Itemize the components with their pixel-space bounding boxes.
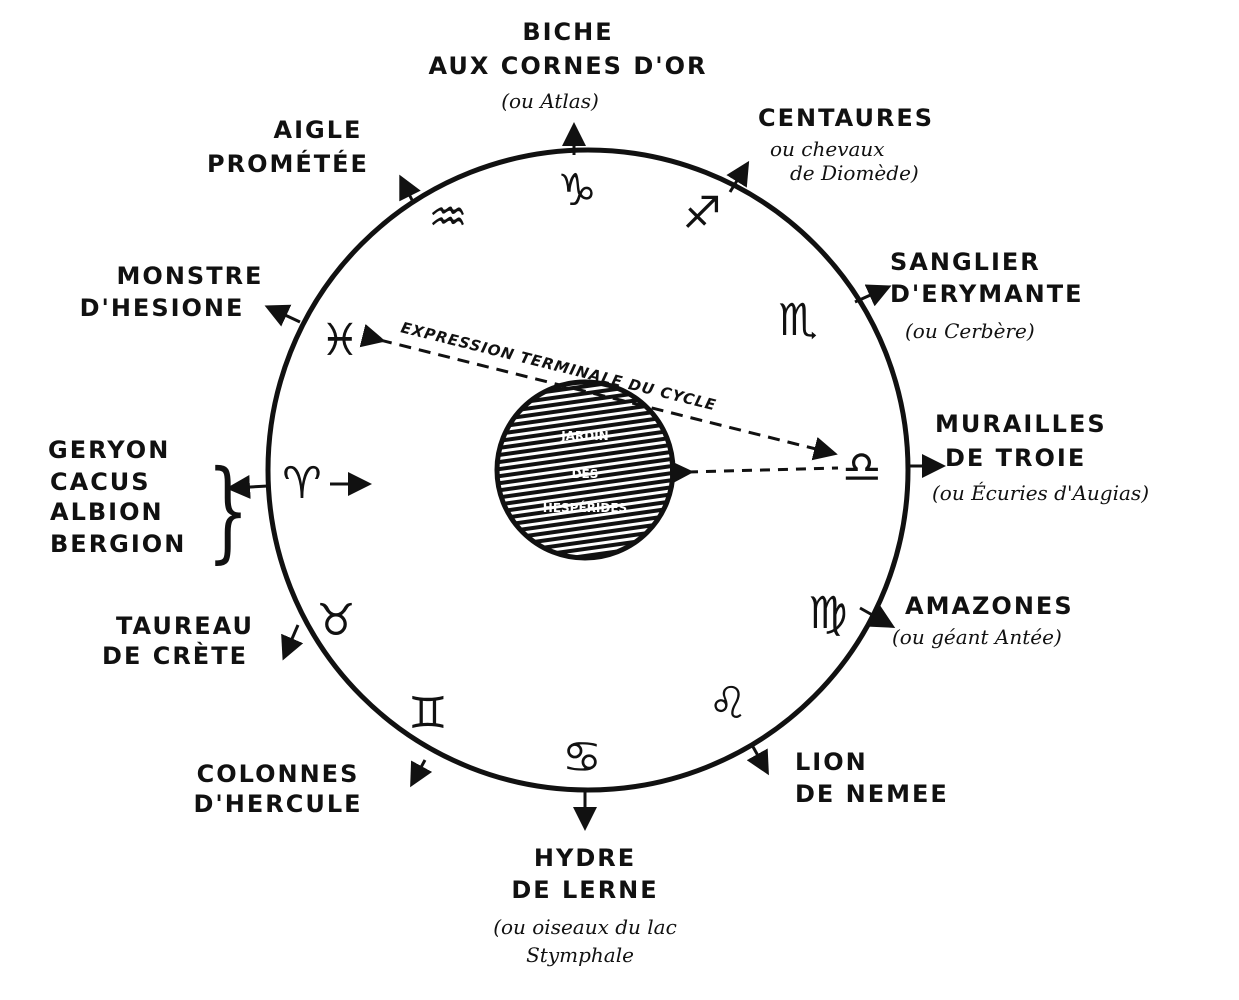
taurus-icon: ♉: [316, 595, 355, 646]
svg-text:COLONNES: COLONNES: [197, 760, 360, 788]
svg-text:AUX CORNES D'OR: AUX CORNES D'OR: [429, 52, 708, 80]
svg-text:ALBION: ALBION: [50, 498, 164, 526]
label-biche: BICHE AUX CORNES D'OR (ou Atlas): [429, 18, 708, 113]
cancer-icon: ♋: [562, 732, 601, 783]
label-lion: LION DE NEMEE: [795, 748, 949, 808]
aquarius-icon: ♒: [428, 192, 467, 243]
svg-text:D'HESIONE: D'HESIONE: [80, 294, 245, 322]
svg-text:LION: LION: [795, 748, 868, 776]
svg-text:DE TROIE: DE TROIE: [945, 444, 1086, 472]
garden-label-line3: HESPÉRIDES: [543, 500, 627, 515]
garden-label-line1: JARDIN: [560, 429, 608, 443]
virgo-icon: ♍: [808, 588, 847, 639]
svg-text:(ou géant Antée): (ou géant Antée): [892, 625, 1062, 649]
label-geryon: GERYON CACUS ALBION BERGION }: [48, 436, 249, 575]
svg-text:de Diomède): de Diomède): [790, 161, 919, 185]
svg-text:AIGLE: AIGLE: [274, 116, 363, 144]
svg-text:Stymphale: Stymphale: [526, 943, 634, 967]
svg-text:PROMÉTÉE: PROMÉTÉE: [207, 149, 369, 178]
label-sanglier: SANGLIER D'ERYMANTE (ou Cerbère): [890, 248, 1084, 343]
label-taureau: TAUREAU DE CRÈTE: [102, 612, 254, 670]
svg-text:TAUREAU: TAUREAU: [116, 612, 254, 640]
capricorn-icon: ♑: [557, 165, 596, 216]
gemini-icon: ♊: [408, 688, 447, 739]
svg-text:D'HERCULE: D'HERCULE: [193, 790, 362, 818]
label-colonnes: COLONNES D'HERCULE: [193, 760, 362, 818]
svg-text:DE NEMEE: DE NEMEE: [795, 780, 949, 808]
svg-text:BICHE: BICHE: [522, 18, 613, 46]
svg-text:CACUS: CACUS: [50, 468, 151, 496]
svg-text:GERYON: GERYON: [48, 436, 170, 464]
svg-text:ou chevaux: ou chevaux: [770, 137, 885, 161]
zodiac-circle: [265, 147, 911, 793]
label-centaures: CENTAURES ou chevaux de Diomède): [758, 104, 934, 185]
svg-text:D'ERYMANTE: D'ERYMANTE: [890, 280, 1084, 308]
label-amazones: AMAZONES (ou géant Antée): [892, 592, 1074, 649]
svg-text:MURAILLES: MURAILLES: [935, 410, 1107, 438]
svg-text:(ou Écuries d'Augias): (ou Écuries d'Augias): [932, 481, 1149, 505]
svg-text:(ou Atlas): (ou Atlas): [501, 89, 599, 113]
sagittarius-icon: ♐: [682, 188, 721, 239]
svg-text:CENTAURES: CENTAURES: [758, 104, 934, 132]
aries-icon: ♈: [282, 458, 321, 509]
garden-label-line2: DES: [572, 467, 599, 481]
pisces-icon: ♓: [320, 315, 359, 366]
cycle-dashed-arrow: [359, 323, 838, 461]
svg-text:BERGION: BERGION: [50, 530, 186, 558]
outward-arrows: [226, 122, 946, 831]
garden-dashed-arrow: [669, 460, 839, 485]
svg-text:}: }: [207, 447, 249, 574]
svg-text:MONSTRE: MONSTRE: [117, 262, 264, 290]
svg-text:(ou Cerbère): (ou Cerbère): [905, 319, 1035, 343]
svg-text:SANGLIER: SANGLIER: [890, 248, 1041, 276]
svg-text:(ou oiseaux du lac: (ou oiseaux du lac: [493, 915, 677, 939]
label-murailles: MURAILLES DE TROIE (ou Écuries d'Augias): [932, 410, 1149, 505]
svg-text:AMAZONES: AMAZONES: [905, 592, 1074, 620]
svg-text:DE CRÈTE: DE CRÈTE: [102, 641, 248, 670]
svg-text:DE LERNE: DE LERNE: [511, 876, 658, 904]
libra-icon: ♎: [842, 442, 881, 493]
label-hydre: HYDRE DE LERNE (ou oiseaux du lac Stymph…: [493, 844, 677, 967]
label-monstre: MONSTRE D'HESIONE: [80, 262, 264, 322]
leo-icon: ♌: [708, 678, 747, 729]
label-aigle: AIGLE PROMÉTÉE: [207, 116, 369, 178]
scorpio-icon: ♏: [778, 295, 817, 346]
svg-text:HYDRE: HYDRE: [534, 844, 636, 872]
